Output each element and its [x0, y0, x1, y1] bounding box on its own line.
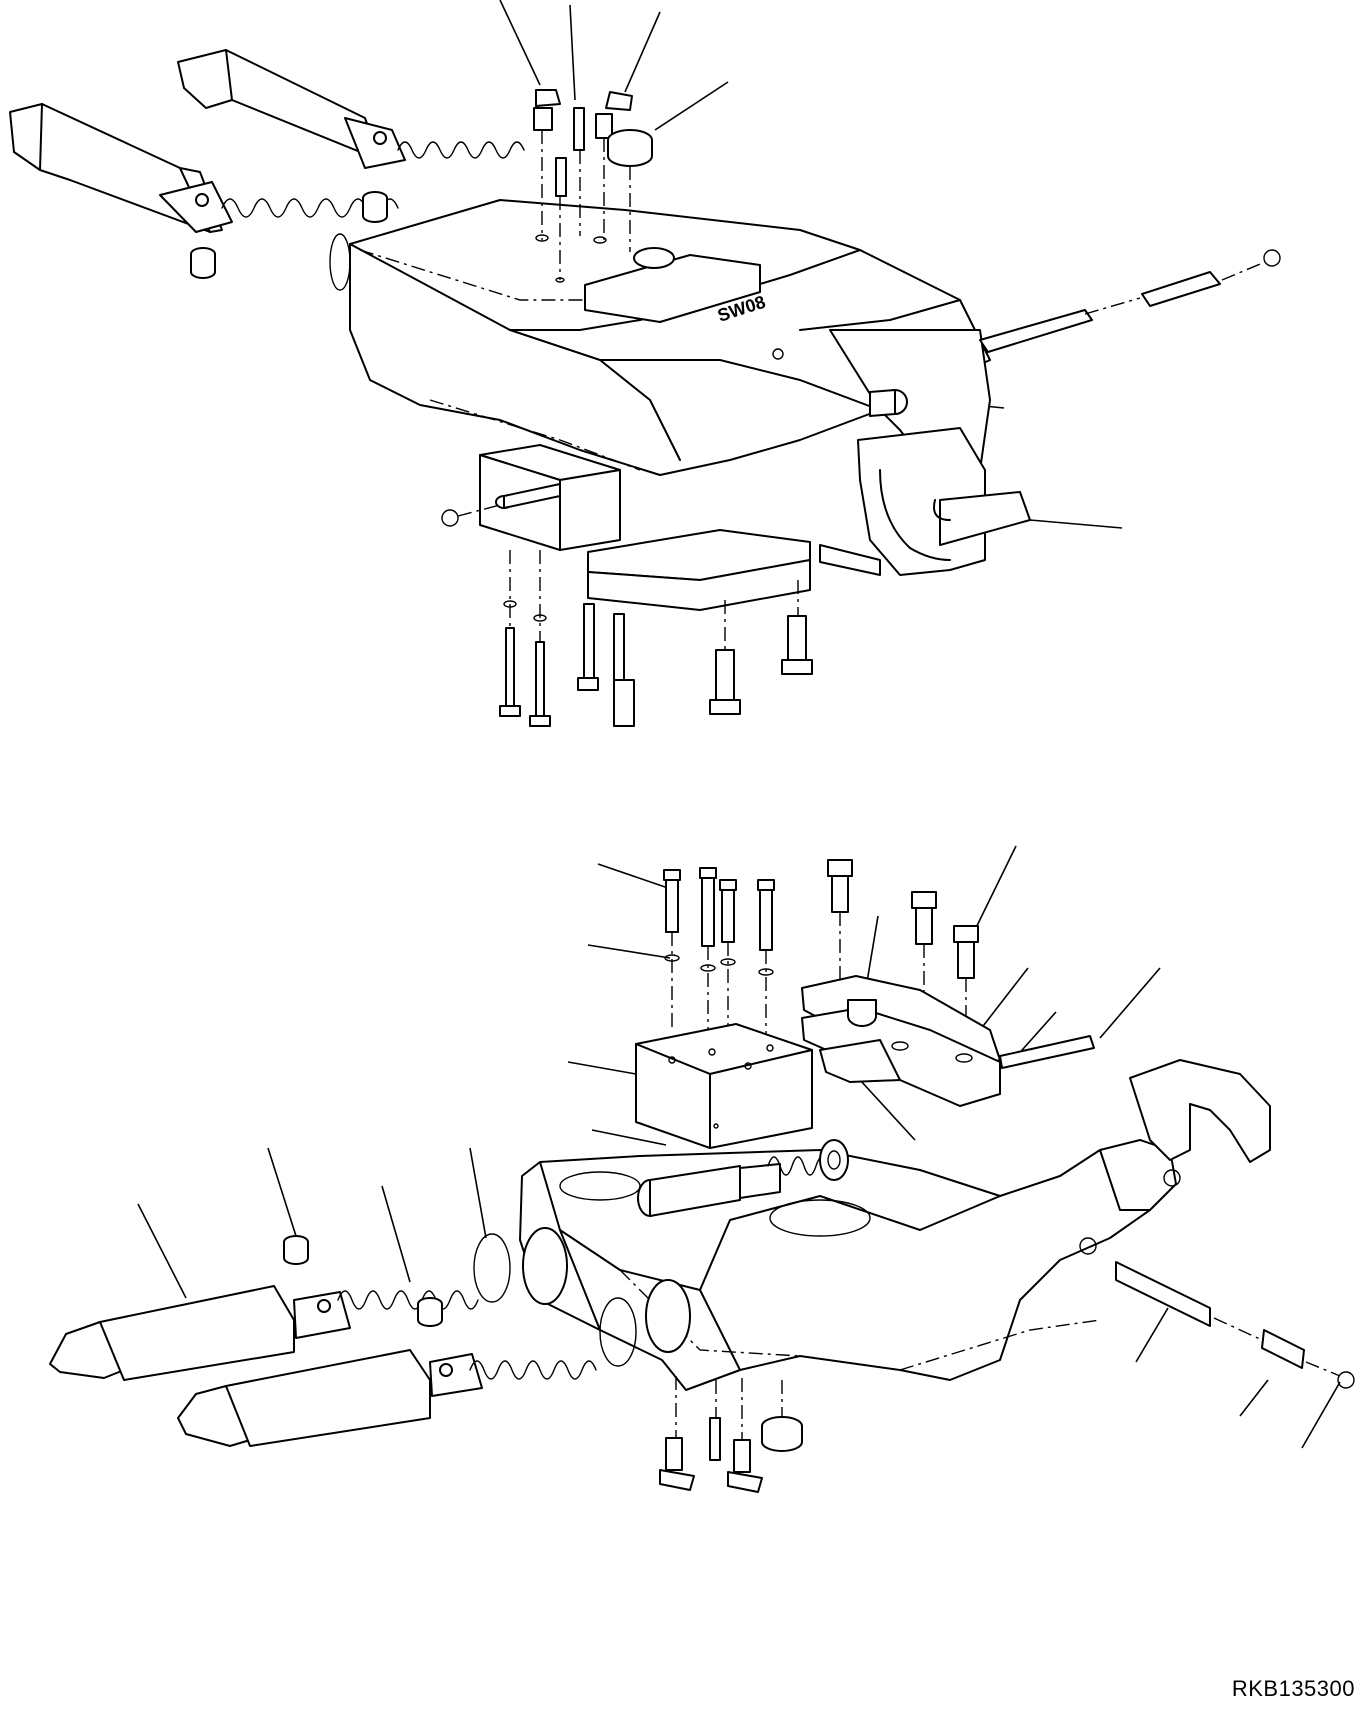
leader-line: [587, 944, 671, 959]
leader-line: [624, 11, 661, 93]
grease-fitting-1: [533, 89, 561, 131]
spool-assembly-lower: [637, 1139, 849, 1217]
plates-lower: [801, 975, 1095, 1107]
cap-plug-top: [607, 129, 653, 167]
leader-line: [1301, 1381, 1341, 1449]
grip-cylinder-lower-1: [49, 1285, 351, 1381]
leader-line: [859, 1079, 916, 1141]
collar-upper-2: [362, 191, 388, 223]
spring-lower-1: [337, 1233, 511, 1310]
leader-line: [1029, 519, 1123, 529]
leader-line: [1099, 967, 1161, 1039]
collar-upper-1: [190, 247, 216, 279]
bolts-lower: [663, 859, 979, 1060]
collar-lower-2: [417, 1297, 443, 1327]
leader-line: [267, 1147, 297, 1237]
leader-line: [979, 967, 1029, 1031]
leader-line: [1135, 1307, 1169, 1363]
bolts-upper: [499, 550, 813, 727]
pin-top: [555, 107, 585, 197]
selector-body-upper: SW08: [349, 199, 991, 476]
shaft-lower: [1115, 1261, 1355, 1389]
plug-upper: [869, 389, 908, 417]
valve-block-lower: [635, 1023, 813, 1149]
leader-line: [137, 1203, 187, 1299]
grip-cylinder-lower-2: [177, 1349, 483, 1447]
selector-body-lower: [519, 1059, 1271, 1391]
leader-line: [654, 81, 729, 131]
valve-block-upper: [441, 444, 621, 551]
upper-exploded-view: SW08: [9, 0, 1281, 727]
leader-line: [1239, 1379, 1269, 1417]
grip-cylinder-right: [177, 49, 406, 169]
leader-line: [569, 4, 576, 101]
grip-cylinder-left: [9, 103, 233, 233]
leader-line: [567, 1061, 637, 1075]
plates-upper: [587, 529, 881, 611]
leader-line: [969, 845, 1017, 941]
leader-line: [469, 1147, 487, 1239]
drawing-code: RKB135300: [1231, 1676, 1355, 1701]
leader-line: [597, 863, 669, 889]
shaft-upper: [979, 249, 1281, 353]
spring-lower-2: [469, 1297, 637, 1380]
leader-line: [499, 0, 541, 86]
leader-line: [381, 1185, 411, 1283]
leader-line: [591, 1129, 667, 1146]
fittings-lower: [659, 1376, 803, 1493]
hook-bracket-upper: [829, 329, 1031, 576]
spring-upper-right: [397, 141, 525, 159]
lower-exploded-view: [49, 845, 1355, 1493]
collar-lower-1: [283, 1235, 309, 1265]
